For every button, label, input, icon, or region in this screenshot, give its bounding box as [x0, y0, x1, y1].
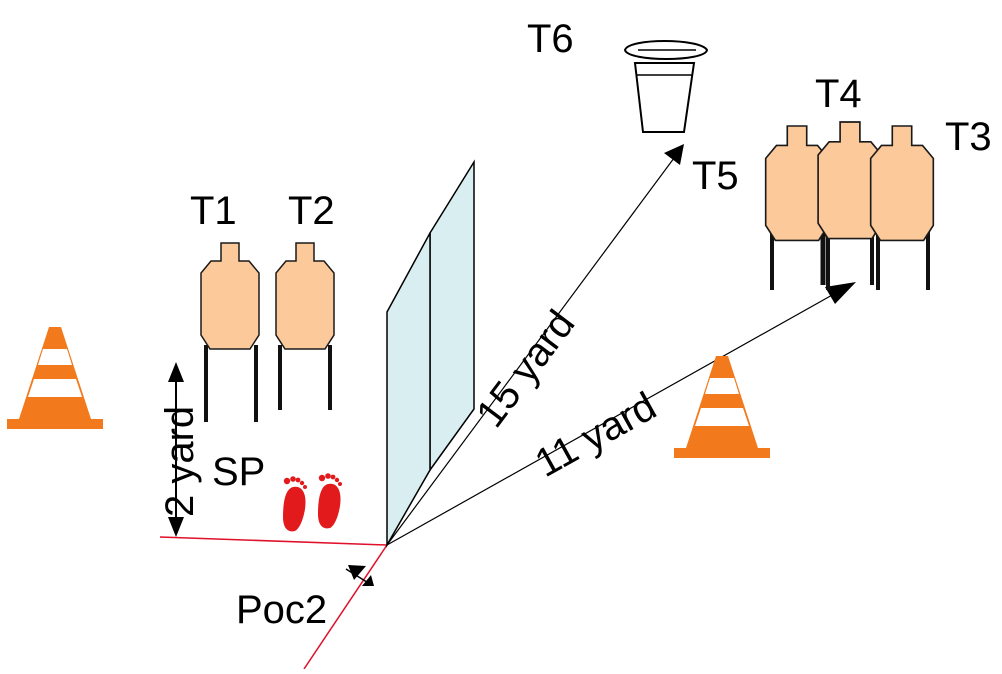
- label-t6: T6: [527, 17, 574, 61]
- arrow-head-t5: [664, 144, 684, 165]
- label-poc2: Poc2: [236, 588, 327, 632]
- label-t1: T1: [190, 189, 237, 233]
- wall-panel-back: [429, 159, 475, 473]
- traffic-cone-icon: [7, 327, 103, 429]
- wall-panels: [386, 159, 475, 548]
- label-t4: T4: [815, 72, 862, 116]
- label-2-yard: 2 yard: [158, 406, 202, 517]
- footprints-icon: [283, 473, 342, 532]
- traffic-cone-icon: [674, 356, 770, 458]
- label-t5: T5: [692, 154, 739, 198]
- red-fault-line: [303, 544, 388, 670]
- two-yard-dimension: [168, 362, 184, 537]
- label-t2: T2: [288, 189, 335, 233]
- target-group-t3-t4: [764, 121, 935, 290]
- target-t1: [200, 242, 260, 422]
- label-15-yard: 15 yard: [468, 302, 583, 435]
- target-t2: [275, 242, 335, 410]
- arrow-head-t3: [825, 282, 856, 304]
- line-to-t3: [386, 284, 851, 546]
- label-t3: T3: [945, 115, 992, 159]
- target-t3: [869, 125, 935, 242]
- label-sp: SP: [212, 450, 265, 494]
- label-11-yard: 11 yard: [528, 384, 663, 486]
- poc2-marker: [345, 565, 374, 586]
- wall-panel-front: [386, 232, 431, 548]
- line-to-t5: [386, 149, 681, 546]
- bucket-icon: [623, 40, 709, 133]
- red-baseline: [159, 536, 388, 546]
